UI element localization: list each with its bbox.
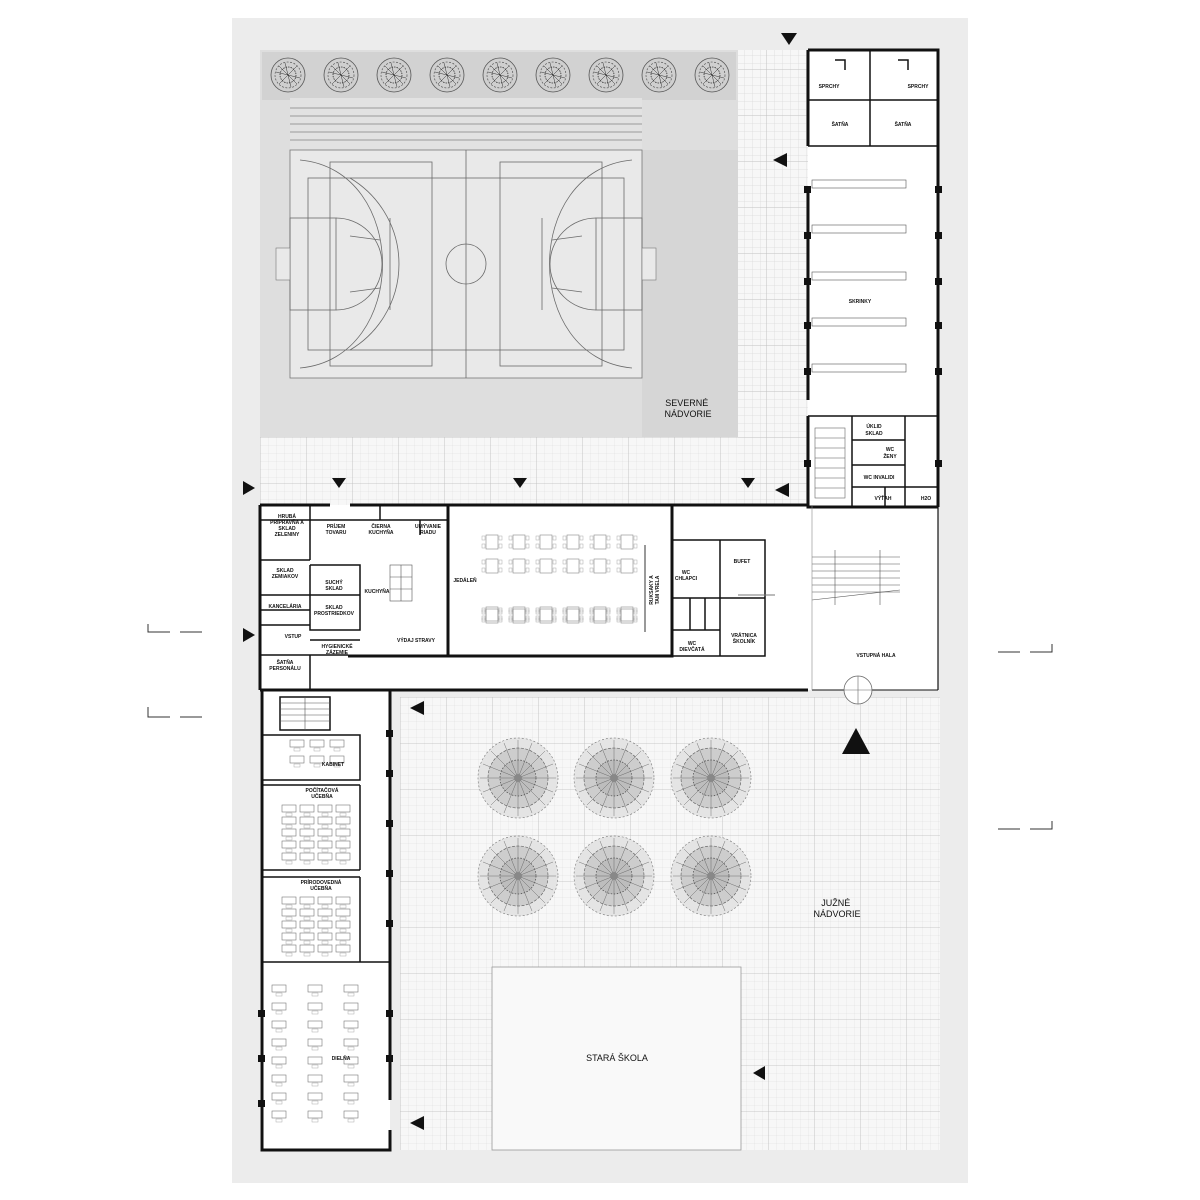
tree-row [270,57,730,93]
tree-icon [323,57,359,93]
court-markings [289,150,643,378]
tree-icon [535,57,571,93]
tree-icon [376,57,412,93]
entrance-arrow-icon [410,1116,424,1130]
svg-text:DIELŇA: DIELŇA [332,1054,351,1062]
north-courtyard-label: SEVERNÉ NÁDVORIE [664,398,711,419]
entrance-arrow-icon [773,153,787,167]
entrance-markers [243,33,870,1130]
entrance-arrow-icon [781,33,797,45]
svg-text:KABINET: KABINET [322,762,344,768]
svg-text:BUFET: BUFET [734,559,751,565]
section-markers [147,624,1053,830]
svg-text:SPRCHY: SPRCHY [908,84,930,90]
svg-text:VSTUP: VSTUP [285,634,302,640]
tree-icon [482,57,518,93]
svg-text:VÝDAJ STRAVY: VÝDAJ STRAVY [397,637,436,644]
entrance-arrow-icon [410,701,424,715]
svg-text:KANCELÁRIA: KANCELÁRIA [268,603,301,610]
entrance-arrow-icon [741,478,755,488]
entrance-arrow-icon [332,478,346,488]
svg-text:RUKSAKY ATAM VRELA: RUKSAKY ATAM VRELA [649,575,661,605]
tree-icon [573,835,655,917]
tree-icon [670,835,752,917]
central-wing [258,503,939,705]
entrance-arrow-icon [775,483,789,497]
tree-icon [694,57,730,93]
tree-icon [573,737,655,819]
south-courtyard-label: JUŽNÉ NÁDVORIE [813,898,860,919]
svg-text:SKRINKY: SKRINKY [849,299,872,305]
svg-text:ŠATŇA: ŠATŇA [895,120,912,128]
svg-text:SPRCHY: SPRCHY [819,84,841,90]
entrance-arrow-icon [243,628,255,642]
north-arrow-icon [842,728,870,754]
svg-text:VÝŤAH: VÝŤAH [875,494,892,502]
svg-text:KUCHYŇA: KUCHYŇA [365,587,390,595]
entrance-arrow-icon [243,481,255,495]
stair [814,427,846,499]
tree-icon [641,57,677,93]
sports-wing [804,48,942,509]
tree-icon [429,57,465,93]
entrance-arrow-icon [513,478,527,488]
svg-text:ŠATŇA: ŠATŇA [832,120,849,128]
tree-icon [477,737,559,819]
entrance-arrow-icon [753,1066,765,1080]
old-school-label: STARÁ ŠKOLA [586,1053,648,1063]
tree-icon [477,835,559,917]
tree-icon [588,57,624,93]
svg-text:H2O: H2O [921,496,931,502]
svg-text:JEDÁLEŇ: JEDÁLEŇ [453,576,477,584]
building-floor [260,50,938,1150]
tree-icon [270,57,306,93]
tree-icon [670,737,752,819]
svg-text:VSTUPNÁ HALA: VSTUPNÁ HALA [856,652,896,659]
classroom-wing [258,690,393,1152]
running-track-lines [290,107,642,141]
old-school-building [491,966,742,1151]
east-strip-paving [738,50,808,505]
svg-text:WC INVALIDI: WC INVALIDI [864,475,895,481]
